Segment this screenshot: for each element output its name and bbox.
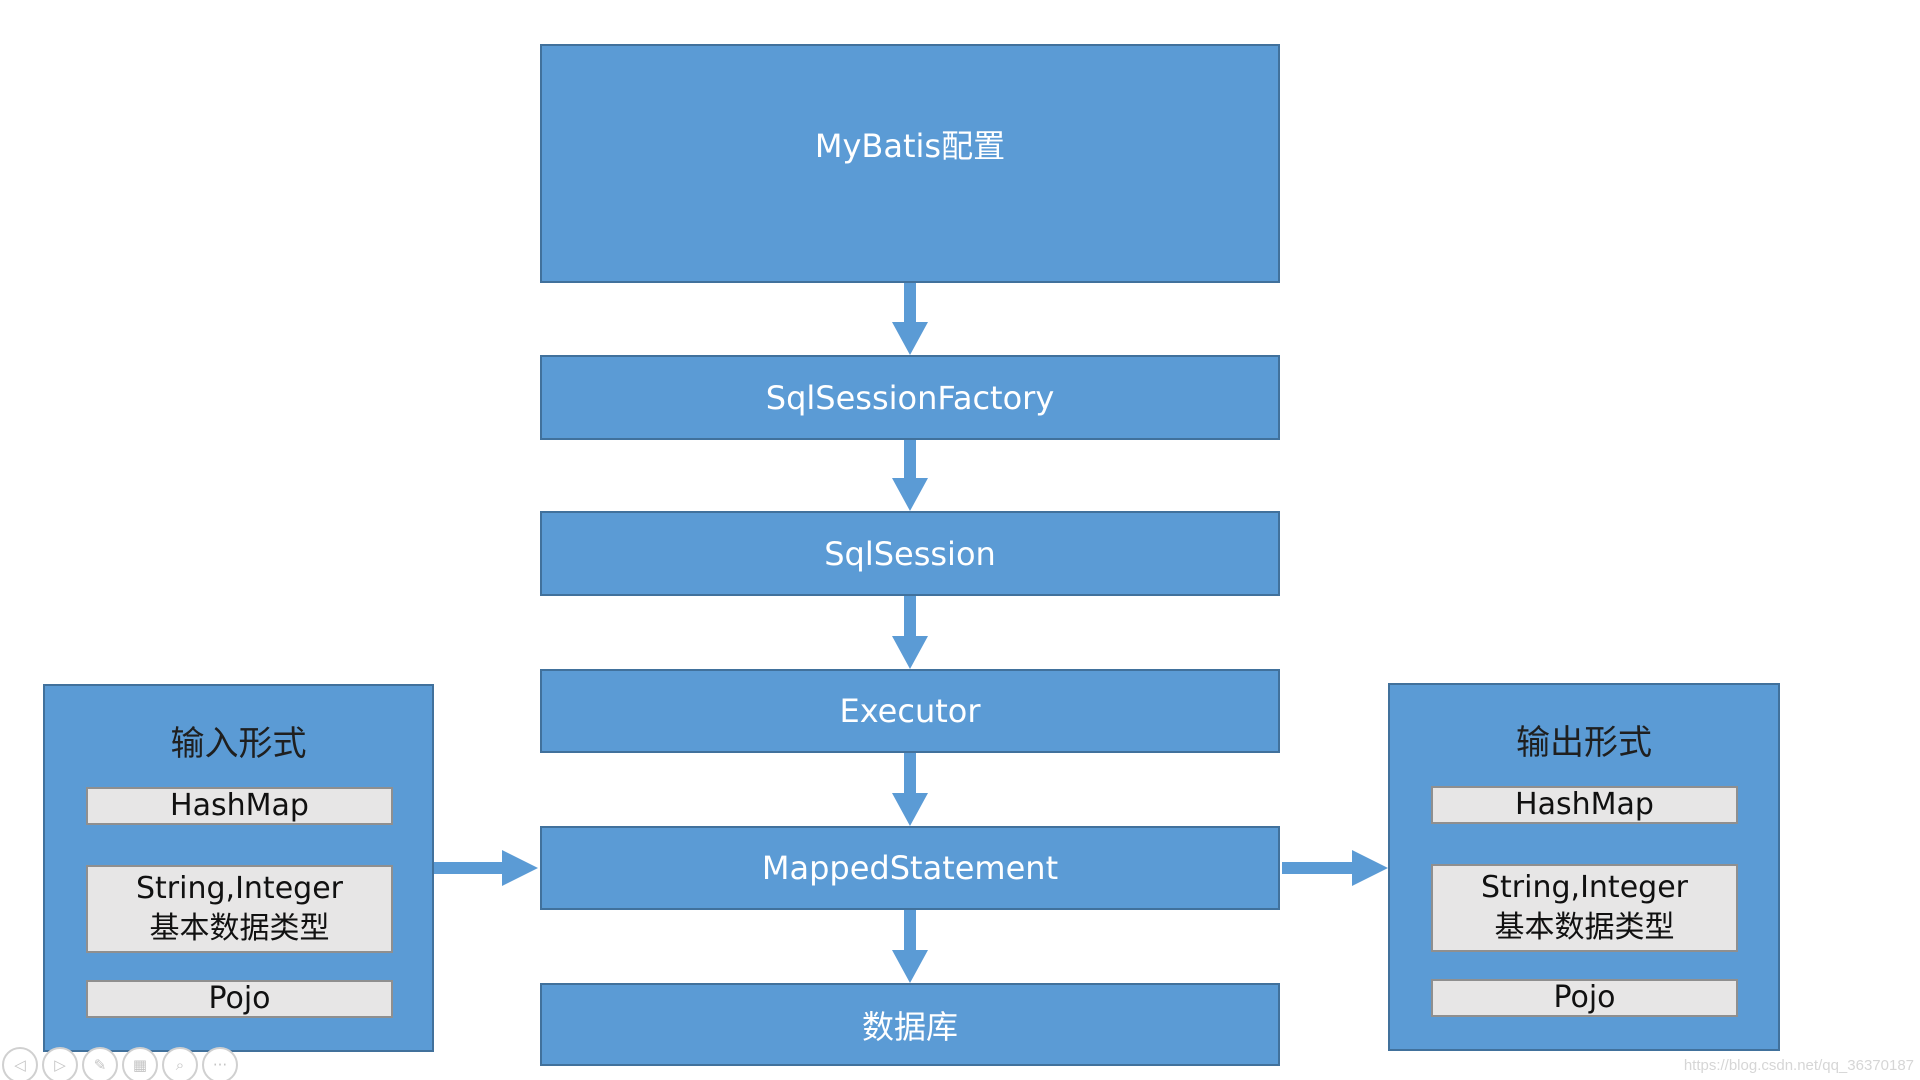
input-item-basic-types-line2: 基本数据类型 <box>149 911 330 946</box>
pen-button[interactable]: ✎ <box>82 1047 118 1080</box>
sqlsession-box: SqlSession <box>540 511 1280 596</box>
input-item-hashmap-label: HashMap <box>170 788 309 823</box>
prev-slide-button[interactable]: ◁ <box>2 1047 38 1080</box>
mybatis-config-box: MyBatis配置 <box>540 44 1280 283</box>
arrow-executor-to-mapped <box>892 753 928 826</box>
pen-icon: ✎ <box>93 1056 107 1074</box>
input-form-panel: 输入形式 HashMap String,Integer 基本数据类型 Pojo <box>43 684 434 1052</box>
mappedstatement-box: MappedStatement <box>540 826 1280 910</box>
arrow-mapped-to-database <box>892 910 928 983</box>
output-item-basic-types: String,Integer 基本数据类型 <box>1431 864 1738 952</box>
executor-box: Executor <box>540 669 1280 753</box>
sqlsession-label: SqlSession <box>824 534 996 573</box>
database-label: 数据库 <box>861 1007 958 1046</box>
sqlsessionfactory-label: SqlSessionFactory <box>765 378 1055 417</box>
slides-button[interactable]: ▦ <box>122 1047 158 1080</box>
arrow-config-to-factory <box>892 283 928 355</box>
output-item-hashmap-label: HashMap <box>1515 787 1654 822</box>
input-item-hashmap: HashMap <box>86 787 393 825</box>
input-item-pojo-label: Pojo <box>208 981 271 1016</box>
arrow-input-to-mapped <box>434 850 538 886</box>
slides-icon: ▦ <box>132 1056 148 1074</box>
executor-label: Executor <box>839 692 981 730</box>
output-item-pojo: Pojo <box>1431 979 1738 1017</box>
mappedstatement-label: MappedStatement <box>761 849 1059 887</box>
zoom-icon: ⌕ <box>175 1056 185 1074</box>
output-item-hashmap: HashMap <box>1431 786 1738 824</box>
sqlsessionfactory-box: SqlSessionFactory <box>540 355 1280 440</box>
next-slide-button[interactable]: ▷ <box>42 1047 78 1080</box>
prev-slide-icon: ◁ <box>14 1056 26 1074</box>
database-box: 数据库 <box>540 983 1280 1066</box>
output-form-panel: 输出形式 HashMap String,Integer 基本数据类型 Pojo <box>1388 683 1780 1051</box>
more-button[interactable]: ··· <box>202 1047 238 1080</box>
more-icon: ··· <box>212 1056 228 1074</box>
mybatis-config-label: MyBatis配置 <box>814 127 1006 165</box>
next-slide-icon: ▷ <box>54 1056 66 1074</box>
input-item-pojo: Pojo <box>86 980 393 1018</box>
output-panel-title: 输出形式 <box>1516 723 1652 763</box>
input-item-basic-types: String,Integer 基本数据类型 <box>86 865 393 953</box>
slideshow-toolbar: ◁ ▷ ✎ ▦ ⌕ ··· <box>2 1047 238 1080</box>
arrow-mapped-to-output <box>1282 850 1388 886</box>
output-item-basic-types-line2: 基本数据类型 <box>1494 910 1675 945</box>
zoom-button[interactable]: ⌕ <box>162 1047 198 1080</box>
input-item-basic-types-line1: String,Integer <box>136 871 343 906</box>
output-item-pojo-label: Pojo <box>1553 980 1616 1015</box>
input-panel-title: 输入形式 <box>170 724 307 764</box>
watermark-text: https://blog.csdn.net/qq_36370187 <box>1683 1057 1914 1074</box>
arrow-factory-to-session <box>892 440 928 511</box>
arrow-session-to-executor <box>892 596 928 669</box>
output-item-basic-types-line1: String,Integer <box>1481 870 1688 905</box>
